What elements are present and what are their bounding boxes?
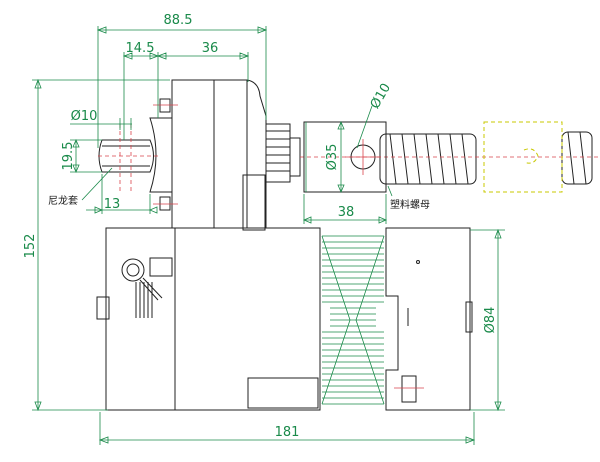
dim-35-line (305, 120, 345, 194)
dim-nut-hole: Ø10 (368, 81, 394, 112)
gearbox (171, 79, 267, 231)
dim-nut-diameter: Ø35 (325, 144, 340, 171)
dim-motor-diameter: Ø84 (483, 307, 498, 334)
motor-can (385, 227, 473, 411)
dim-13-line (86, 174, 158, 214)
mount-screws (153, 98, 178, 211)
label-plastic-nut: 塑料螺母 (390, 198, 430, 211)
dim-88-5-line (96, 26, 268, 148)
dim-pin-diameter: Ø10 (71, 109, 98, 124)
dim-14-5-36-line (122, 52, 250, 140)
gear-teeth (265, 123, 301, 183)
dim-pin-line (70, 118, 132, 130)
motor-end-bolt (394, 375, 424, 403)
nut-hole-leader (356, 105, 373, 149)
dim-sleeve-width: 13 (104, 197, 121, 212)
power-cable (135, 282, 153, 318)
nylon-sleeve-leader (81, 167, 113, 201)
plastic-nut (303, 121, 387, 193)
extended-nut-position (483, 121, 563, 193)
dim-overall-height: 152 (23, 234, 38, 259)
motor-housing (96, 227, 321, 411)
dim-nut-length: 38 (338, 205, 355, 220)
plastic-nut-leader (387, 185, 393, 197)
dim-gearbox-width: 88.5 (164, 13, 193, 28)
dim-sleeve-height: 19.5 (61, 142, 76, 171)
dim-overall-length: 181 (275, 425, 300, 440)
rear-clevis (98, 117, 173, 193)
dim-gear-span: 36 (202, 41, 219, 56)
dim-output-offset: 14.5 (126, 41, 155, 56)
dim-84-line (470, 228, 505, 412)
dim-38-line (302, 194, 388, 224)
dim-181-line (98, 412, 476, 445)
dim-19-5-line (70, 138, 102, 174)
cable-gland (121, 257, 173, 301)
lead-screw (300, 131, 598, 185)
label-nylon-sleeve: 尼龙套 (48, 194, 78, 207)
motor-gap-lines (321, 235, 385, 405)
dim-152-line (32, 78, 170, 412)
